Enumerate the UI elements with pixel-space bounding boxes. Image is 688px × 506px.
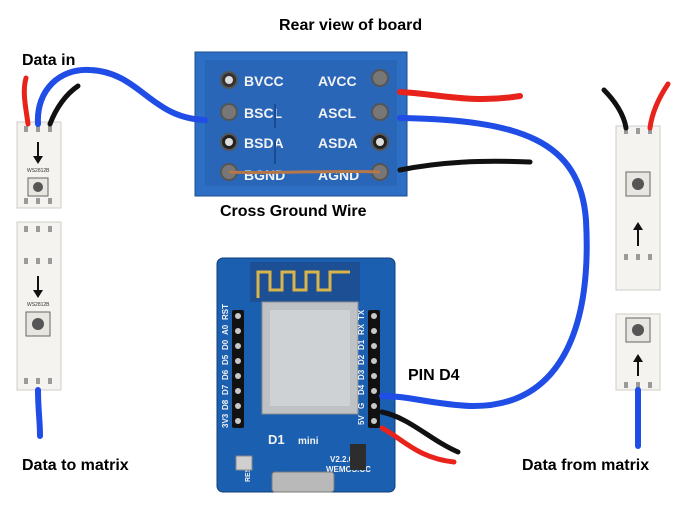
blue-wire-ascl-to-d4 xyxy=(379,115,590,410)
pin-bvcc: BVCC xyxy=(244,73,284,89)
cross-ground-wire xyxy=(228,169,381,175)
d1-pin-3v3: 3V3 xyxy=(221,413,230,428)
red-wire-right-strip xyxy=(647,81,671,131)
pin-bscl: BSCL xyxy=(244,105,283,121)
black-wire-data-in xyxy=(47,83,81,127)
d1-pin-d4: D4 xyxy=(357,384,366,395)
d1-pin-rst: RST xyxy=(221,304,230,320)
d1-pin-d2: D2 xyxy=(357,354,366,365)
blue-wire-data-in xyxy=(34,66,208,127)
right-pads xyxy=(371,69,389,181)
d1-pin-d5: D5 xyxy=(221,354,230,365)
left-header xyxy=(232,310,244,428)
d1-site: WEMOS.CC xyxy=(326,465,371,474)
d1-name2: mini xyxy=(298,436,319,447)
d1-pin-d7: D7 xyxy=(221,384,230,395)
black-wire-d1-g xyxy=(379,409,461,455)
right-header xyxy=(368,310,380,428)
cross-ground-label: Cross Ground Wire xyxy=(220,203,367,220)
blue-wire-data-to-matrix xyxy=(35,387,43,439)
data-from-matrix-label: Data from matrix xyxy=(522,457,650,474)
d1-pin-tx: TX xyxy=(357,309,366,320)
pin-bsda: BSDA xyxy=(244,135,284,151)
d1-pin-a0: A0 xyxy=(221,324,230,335)
left-strip-chip: WS2812B xyxy=(27,168,50,174)
left-strip-chip-2: WS2812B xyxy=(27,302,50,308)
pin-avcc: AVCC xyxy=(318,73,357,89)
d1-pin-d1: D1 xyxy=(357,339,366,350)
data-to-matrix-label: Data to matrix xyxy=(22,457,129,474)
pin-agnd: AGND xyxy=(318,167,359,183)
black-wire-agnd xyxy=(397,158,533,173)
red-wire-d1-5v xyxy=(379,425,457,465)
d1-version: V2.2.0 xyxy=(330,455,354,464)
d1-pin-d6: D6 xyxy=(221,369,230,380)
rear-view-title: Rear view of board xyxy=(279,17,423,34)
d1-pin-d3: D3 xyxy=(357,369,366,380)
red-wire-data-in xyxy=(21,75,31,127)
level-shifter-board: BVCC BSCL BSDA BGND AVCC ASCL ASDA AGND xyxy=(194,51,408,197)
d1-pin-rx: RX xyxy=(357,323,366,335)
pin-ascl: ASCL xyxy=(318,105,357,121)
left-led-strip: WS2812B WS2812B xyxy=(16,121,62,391)
d1-name: D1 xyxy=(268,432,285,447)
d1-pin-5v: 5V xyxy=(357,415,366,425)
d1-mini-board: RST A0 D0 D5 D6 D7 D8 3V3 TX RX D1 D2 D3… xyxy=(216,257,396,493)
d1-pin-g: G xyxy=(357,403,366,409)
pin-bgnd: BGND xyxy=(244,167,285,183)
red-wire-avcc xyxy=(397,89,523,103)
pin-d4-label: PIN D4 xyxy=(408,367,460,384)
d1-pin-d8: D8 xyxy=(221,399,230,410)
right-led-strip xyxy=(615,125,661,391)
wires xyxy=(21,66,671,465)
black-wire-right-strip xyxy=(601,87,629,131)
pin-asda: ASDA xyxy=(318,135,358,151)
data-in-label: Data in xyxy=(22,52,76,69)
d1-pin-d0: D0 xyxy=(221,339,230,350)
